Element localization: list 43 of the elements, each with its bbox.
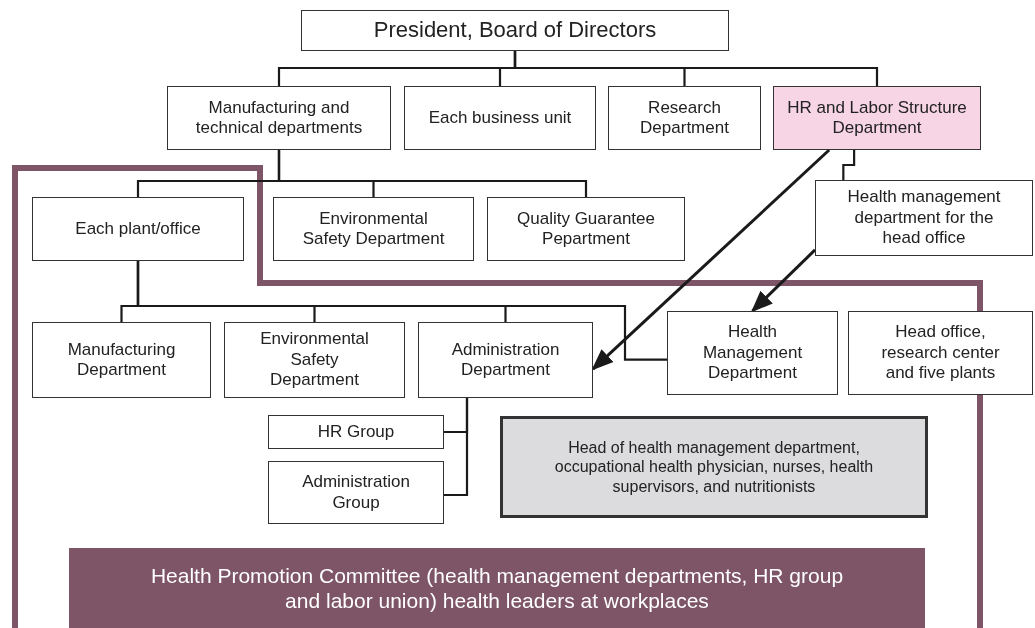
arrow	[750, 248, 817, 313]
node-label: HR and Labor Structure Department	[786, 97, 968, 139]
connector-line	[277, 150, 588, 197]
arrow	[591, 148, 831, 371]
node-label: Administration Group	[301, 472, 411, 513]
org-box	[273, 197, 474, 261]
org-box	[32, 322, 211, 398]
connector-line	[513, 51, 879, 86]
org-box	[268, 461, 444, 524]
node-label: Each business unit	[428, 107, 572, 129]
highlighted-org-box	[773, 86, 981, 150]
staff-box	[500, 416, 928, 518]
node-label: Manufacturing Department	[66, 339, 177, 381]
node-label: Environmental Safety Department	[259, 329, 370, 391]
node-label: Health Promotion Committee (health management departments, HR group and labor union) health leaders at workplaces	[149, 562, 845, 614]
node-label: Quality Guarantee Pepartment	[516, 208, 656, 250]
org-box	[224, 322, 405, 398]
org-box	[167, 86, 391, 150]
node-label: Administration Department	[450, 339, 561, 381]
node-label: HR Group	[317, 421, 395, 443]
org-box	[404, 86, 596, 150]
org-box	[418, 322, 593, 398]
org-box	[301, 10, 729, 51]
node-label: President, Board of Directors	[373, 17, 657, 44]
node-label: Manufacturing and technical departments	[194, 97, 364, 139]
org-box	[32, 197, 244, 261]
node-label: Head of health management department, occupational health physician, nurses, health supervisors, and nutritionists	[553, 438, 875, 496]
org-box	[608, 86, 761, 150]
node-label: Health management department for the head office	[846, 187, 1002, 249]
org-box	[815, 180, 1033, 256]
org-box	[487, 197, 685, 261]
connector-line	[444, 398, 469, 497]
connector-line	[842, 150, 856, 180]
node-label: Head office, research center and five plants	[880, 322, 1001, 384]
node-label: Health Management Department	[701, 322, 804, 384]
connector-line	[136, 261, 667, 361]
org-box	[848, 311, 1033, 395]
org-box	[268, 415, 444, 449]
node-label: Each plant/office	[75, 218, 201, 240]
org-box	[667, 311, 838, 395]
committee-banner	[69, 548, 925, 628]
node-label: Research Department	[639, 97, 730, 139]
node-label: Environmental Safety Department	[301, 208, 446, 250]
